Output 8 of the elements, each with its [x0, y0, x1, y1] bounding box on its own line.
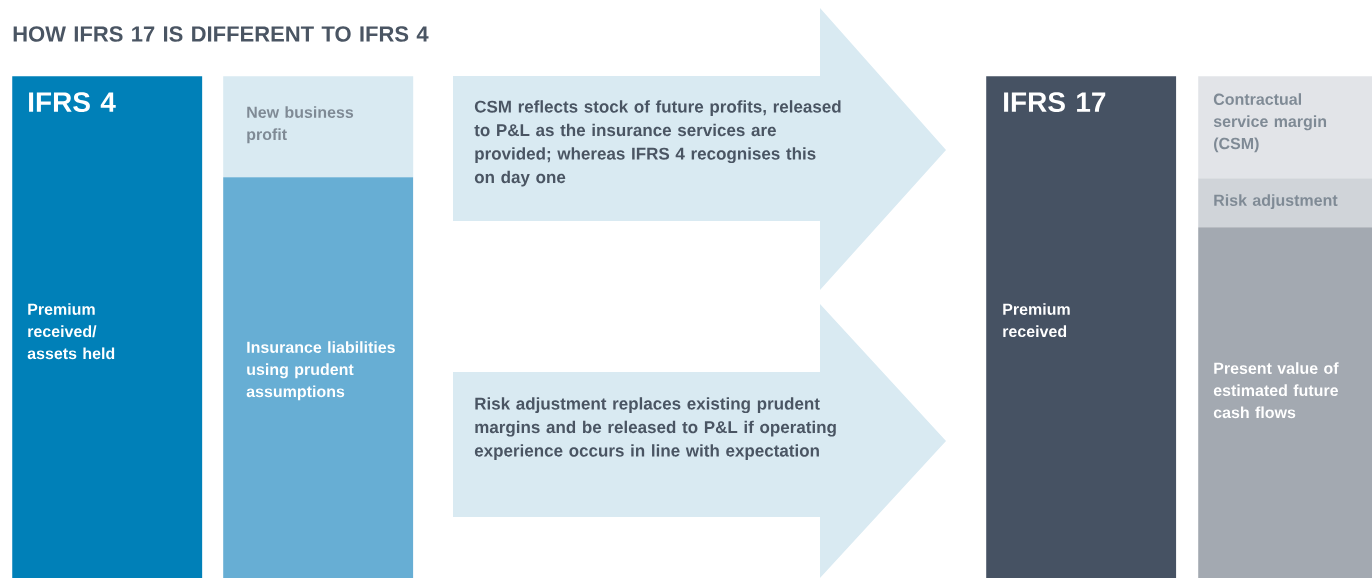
- column-box: Insurance liabilities using prudent assumptions: [223, 177, 414, 578]
- column-box: Risk adjustment: [1198, 178, 1372, 228]
- column-box: Present value of estimated future cash flows: [1198, 227, 1372, 578]
- column-box: IFRS 4 Premium received/ assets held: [12, 76, 203, 578]
- column-box: New business profit: [223, 76, 414, 178]
- column-box: IFRS 17 Premium received: [986, 76, 1177, 578]
- title: HOW IFRS 17 IS DIFFERENT TO IFRS 4: [13, 26, 429, 42]
- column-box: Contractual service margin (CSM): [1198, 76, 1372, 179]
